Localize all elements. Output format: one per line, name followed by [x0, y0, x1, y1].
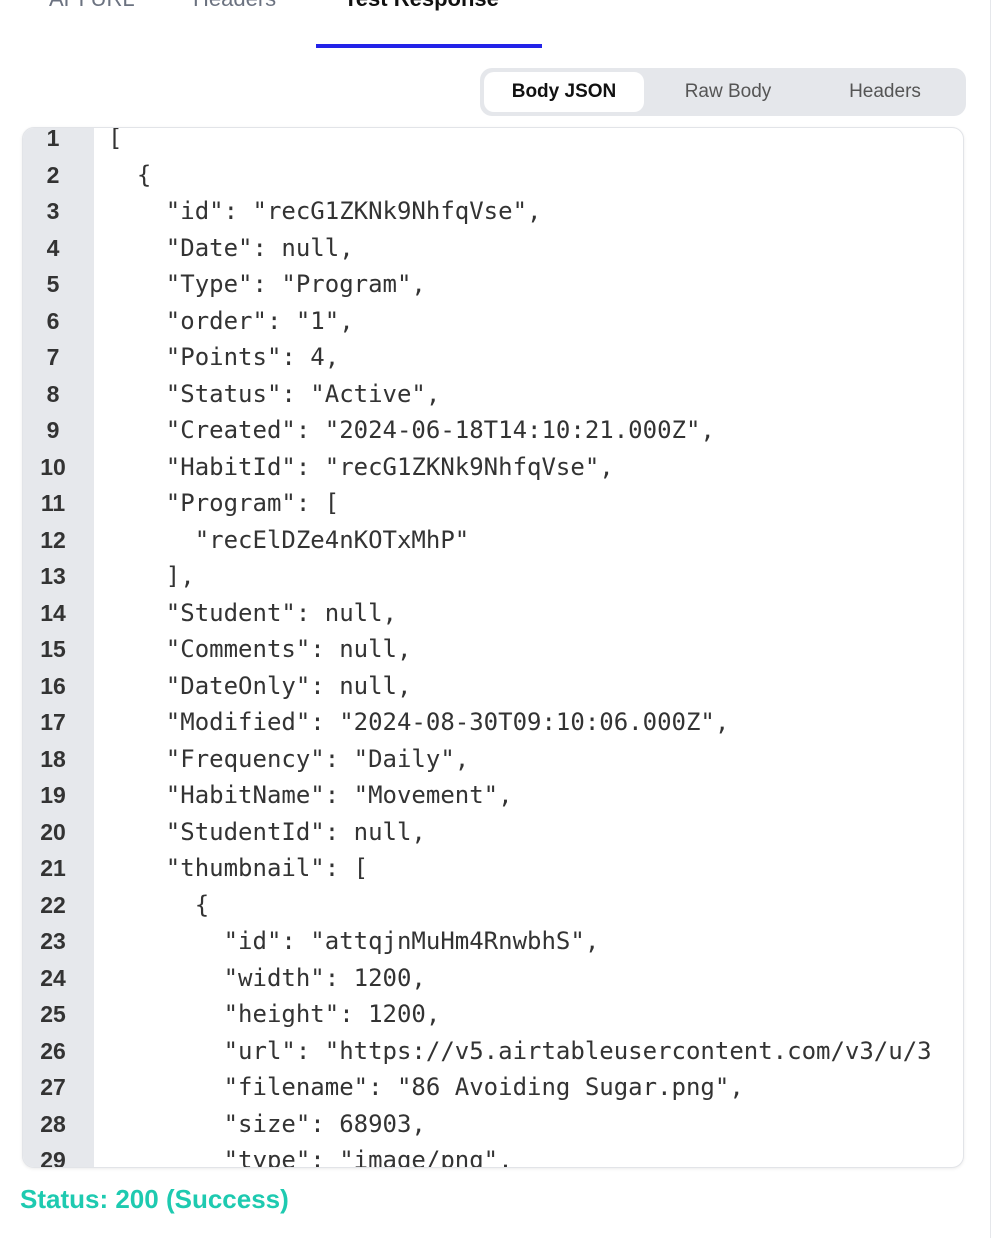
active-tab-indicator: [316, 44, 542, 48]
tab-test-response[interactable]: Test Response: [344, 0, 499, 12]
line-number: 18: [40, 745, 66, 772]
code-line: "id": "attqjnMuHm4RnwbhS",: [108, 927, 600, 955]
code-line: "Status": "Active",: [108, 379, 441, 408]
code-line: "filename": "86 Avoiding Sugar.png",: [108, 1073, 744, 1101]
line-number: 23: [40, 928, 66, 954]
code-line: "width": 1200,: [108, 963, 426, 992]
raw-body-button[interactable]: Raw Body: [684, 81, 772, 102]
code-line: "Program": [: [108, 489, 340, 517]
code-line: "type": "image/png",: [108, 1146, 513, 1168]
line-number: 15: [40, 636, 66, 662]
line-number: 22: [40, 891, 66, 918]
tab-api-url[interactable]: API URL: [49, 0, 135, 12]
code-line: "size": 68903,: [108, 1109, 426, 1138]
code-line: "DateOnly": null,: [108, 671, 412, 700]
line-number: 6: [46, 307, 60, 334]
line-number: 26: [40, 1037, 66, 1064]
line-number: 17: [40, 709, 66, 735]
line-number: 9: [46, 417, 60, 443]
code-line: "Type": "Program",: [108, 270, 426, 298]
line-number: 11: [40, 490, 66, 516]
code-line: "recElDZe4nKOTxMhP": [108, 525, 470, 554]
line-number: 16: [40, 672, 66, 699]
line-number: 24: [40, 964, 66, 991]
line-number: 2: [46, 161, 60, 188]
status-text: Status: 200 (Success): [20, 1184, 289, 1214]
tab-headers[interactable]: Headers: [193, 0, 276, 12]
code-line: "order": "1",: [108, 306, 354, 335]
code-line: "Frequency": "Daily",: [108, 744, 470, 773]
line-number: 3: [46, 198, 60, 224]
code-line: "Student": null,: [108, 598, 397, 627]
code-line: ],: [108, 562, 195, 590]
headers-button[interactable]: Headers: [849, 81, 921, 102]
line-number: 21: [40, 855, 66, 881]
line-number: 14: [40, 599, 66, 626]
response-view-switcher: Body JSON Raw Body Headers: [480, 68, 966, 116]
line-number: 19: [40, 782, 66, 808]
code-line: "Created": "2024-06-18T14:10:21.000Z",: [108, 416, 715, 444]
code-line: "StudentId": null,: [108, 817, 426, 846]
code-line: "Points": 4,: [108, 343, 340, 371]
code-line: "HabitId": "recG1ZKNk9NhfqVse",: [108, 452, 614, 481]
code-line: "url": "https://v5.airtableusercontent.c…: [108, 1036, 932, 1065]
code-line: "HabitName": "Movement",: [108, 781, 513, 809]
line-number: 25: [40, 1001, 66, 1027]
line-number: 29: [40, 1147, 66, 1168]
body-json-button[interactable]: Body JSON: [484, 72, 644, 112]
panel-border: [990, 0, 991, 1238]
code-line: {: [108, 160, 152, 189]
code-line: "thumbnail": [: [108, 854, 369, 882]
line-number: 13: [40, 563, 66, 589]
code-line: "Date": null,: [108, 233, 354, 262]
line-number: 28: [40, 1110, 66, 1137]
line-number: 20: [40, 818, 66, 845]
code-line: "Comments": null,: [108, 635, 412, 663]
line-number: 5: [46, 271, 60, 297]
line-number: 1: [46, 127, 60, 151]
line-number: 10: [40, 453, 66, 480]
line-number: 7: [46, 344, 60, 370]
code-line: "Modified": "2024-08-30T09:10:06.000Z",: [108, 708, 730, 736]
code-line: [: [108, 127, 123, 152]
line-number: 4: [46, 234, 60, 261]
line-number: 8: [46, 380, 60, 407]
code-line: "height": 1200,: [108, 1000, 441, 1028]
code-line: "id": "recG1ZKNk9NhfqVse",: [108, 197, 542, 225]
code-content[interactable]: [ { "id": "recG1ZKNk9NhfqVse", "Date": n…: [108, 127, 933, 1168]
code-line: {: [108, 890, 210, 919]
line-number: 12: [40, 526, 66, 553]
line-number: 27: [40, 1074, 66, 1100]
